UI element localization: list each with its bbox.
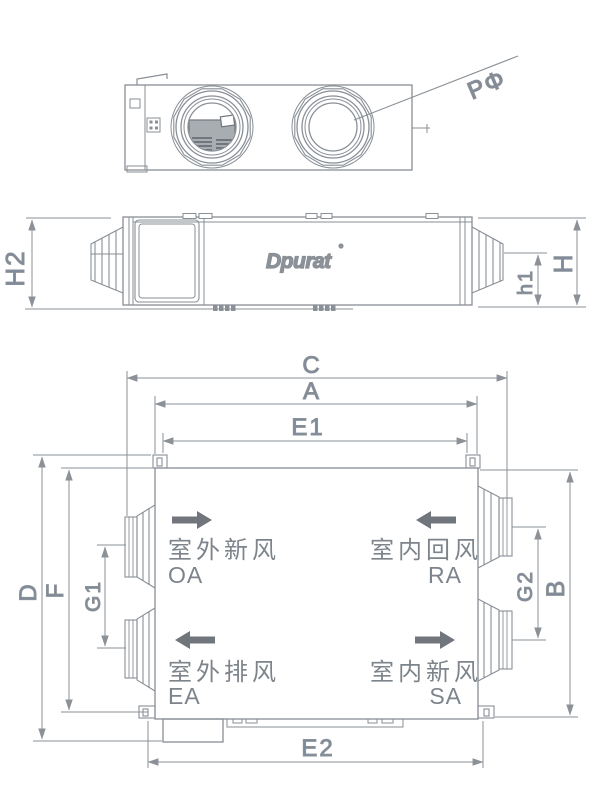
side-view-dimensions: H2 H h1 bbox=[0, 217, 586, 310]
junction-box bbox=[162, 718, 224, 743]
dim-label-F: F bbox=[42, 582, 69, 599]
plan-port-ea bbox=[124, 607, 156, 692]
port-labels: 室外新风 OA 室内回风 RA 室外排风 EA 室内新风 SA bbox=[168, 537, 482, 709]
connector-block bbox=[146, 117, 161, 133]
sa-flow-arrow-icon bbox=[415, 631, 455, 649]
sa-label-cn: 室内新风 bbox=[370, 659, 482, 686]
bottom-feet bbox=[213, 305, 336, 311]
ea-label-en: EA bbox=[168, 683, 201, 709]
flow-arrows bbox=[172, 511, 456, 649]
dim-label-A: A bbox=[303, 378, 321, 405]
dim-label-B: B bbox=[542, 579, 570, 598]
side-cone-right bbox=[471, 226, 504, 294]
dim-label-E2: E2 bbox=[301, 735, 334, 762]
ea-label-cn: 室外排风 bbox=[168, 659, 280, 686]
foot bbox=[126, 165, 148, 173]
side-view-casing: Dpurat bbox=[90, 213, 504, 311]
side-clip bbox=[129, 98, 141, 109]
oa-flow-arrow-icon bbox=[172, 511, 212, 529]
access-door bbox=[134, 219, 200, 303]
plan-port-oa bbox=[124, 504, 156, 589]
logo-dot-icon bbox=[338, 243, 344, 249]
dim-label-h1: h1 bbox=[515, 269, 537, 295]
brand-logo-text: Dpurat bbox=[266, 250, 332, 273]
dim-label-E1: E1 bbox=[291, 414, 324, 441]
plan-port-sa bbox=[477, 598, 513, 682]
pipe-diameter-label: PΦ bbox=[464, 65, 511, 105]
plan-casing bbox=[138, 454, 495, 743]
oa-label-en: OA bbox=[168, 562, 203, 588]
top-clips bbox=[182, 213, 439, 219]
top-view-port-right bbox=[291, 85, 375, 169]
sa-label-en: SA bbox=[429, 683, 462, 709]
dim-label-H2: H2 bbox=[0, 249, 30, 286]
top-view-port-left bbox=[170, 85, 254, 169]
side-cone-left bbox=[90, 226, 124, 294]
dim-label-D: D bbox=[15, 582, 42, 601]
ra-label-en: RA bbox=[428, 562, 462, 588]
brand-logo: Dpurat bbox=[265, 243, 344, 274]
oa-label-cn: 室外新风 bbox=[168, 537, 280, 564]
dim-label-G1: G1 bbox=[82, 580, 105, 612]
ra-label-cn: 室内回风 bbox=[370, 537, 482, 564]
plan-view: 室外新风 OA 室内回风 RA 室外排风 EA 室内新风 SA C A E1 bbox=[15, 352, 578, 768]
dim-label-H: H bbox=[548, 253, 578, 274]
pipe-diameter-callout: PΦ bbox=[353, 55, 519, 121]
ea-flow-arrow-icon bbox=[175, 631, 215, 649]
bottom-flange bbox=[226, 718, 404, 728]
ra-flow-arrow-icon bbox=[416, 511, 456, 529]
dim-label-G2: G2 bbox=[514, 570, 537, 602]
top-view: PΦ bbox=[124, 55, 519, 173]
top-view-casing bbox=[124, 73, 430, 173]
plan-dimensions: C A E1 E2 D F G1 bbox=[15, 352, 578, 768]
latch bbox=[136, 73, 168, 85]
dim-label-C: C bbox=[302, 352, 321, 379]
side-view: Dpurat H2 H h1 bbox=[0, 213, 586, 311]
plan-port-ra bbox=[477, 485, 513, 569]
